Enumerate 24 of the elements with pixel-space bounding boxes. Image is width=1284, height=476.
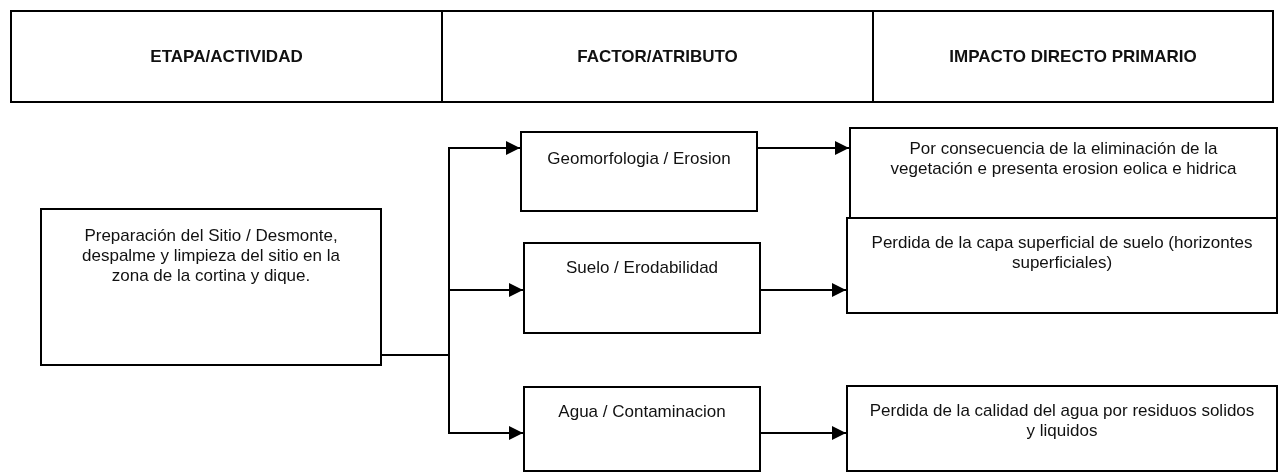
- box-text: Perdida de la calidad del agua por residuos solidos y liquidos: [868, 401, 1256, 441]
- header-cell: [10, 10, 443, 103]
- box-text: Geomorfologia / Erosion: [547, 149, 731, 169]
- box-text: Suelo / Erodabilidad: [565, 258, 719, 278]
- connector-arrow: [760, 283, 847, 297]
- box-text: Por consecuencia de la eliminación de la vegetación e presenta erosion eolica e hidrica: [889, 139, 1238, 179]
- process-box: [40, 208, 382, 366]
- box-text: Perdida de la capa superficial de suelo (horizontes superficiales): [870, 233, 1254, 273]
- box-text: FACTOR/ATRIBUTO: [577, 46, 738, 67]
- connector-arrow: [760, 426, 847, 440]
- connector-arrow: [757, 141, 850, 155]
- process-box: [523, 242, 761, 334]
- box-text: ETAPA/ACTIVIDAD: [150, 46, 303, 67]
- process-box: [849, 127, 1278, 219]
- box-text: Agua / Contaminacion: [558, 402, 726, 422]
- header-cell: [872, 10, 1274, 103]
- header-cell: [441, 10, 874, 103]
- process-box: [846, 385, 1278, 472]
- process-box: [846, 217, 1278, 314]
- connector-arrow: [381, 354, 524, 440]
- box-text: Preparación del Sitio / Desmonte, despalme y limpieza del sitio en la zona de la cortina y dique.: [81, 226, 341, 286]
- process-box: [520, 131, 758, 212]
- box-text: IMPACTO DIRECTO PRIMARIO: [949, 46, 1197, 67]
- process-box: [523, 386, 761, 472]
